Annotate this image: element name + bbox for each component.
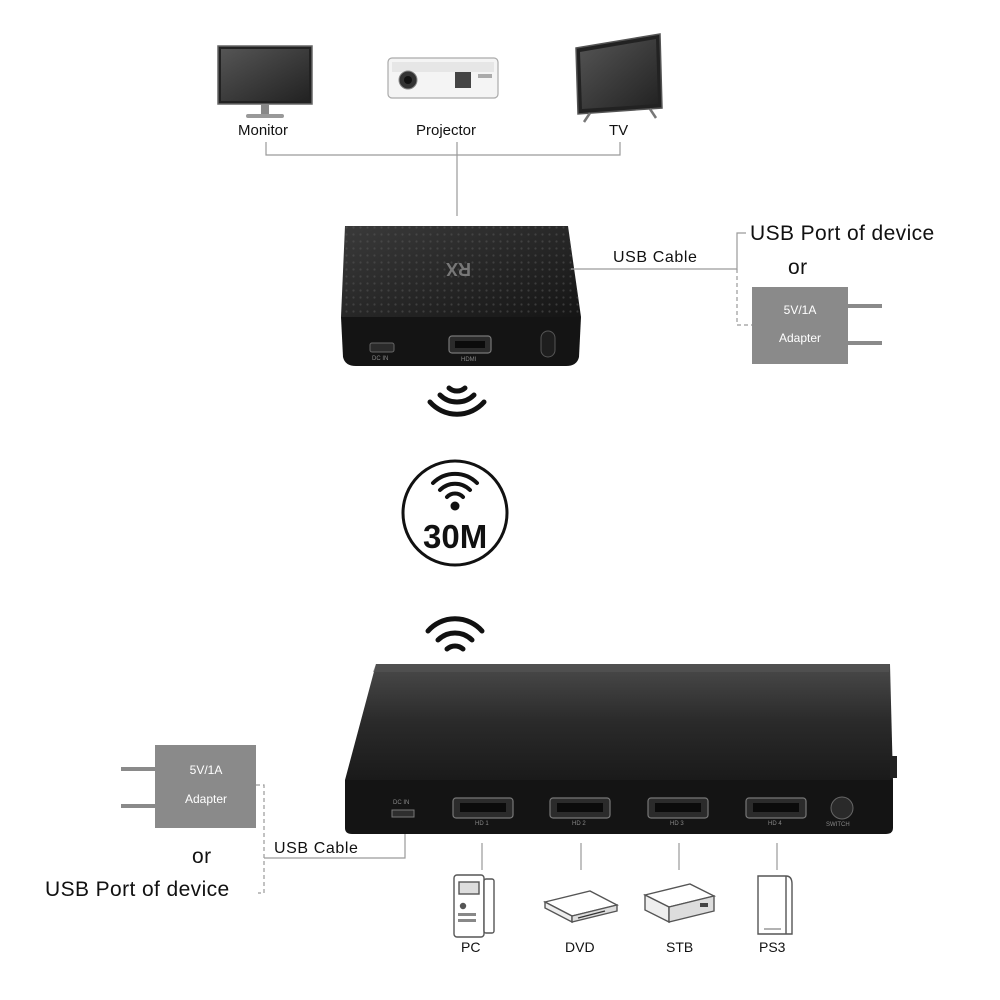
source-label-pc: PC [461, 939, 481, 955]
monitor-label: Monitor [238, 122, 289, 139]
transmitter-usb-cable [256, 784, 406, 894]
receiver-adapter-spec: 5V/1A [783, 303, 817, 317]
receiver-dcin-label: DC IN [372, 356, 389, 362]
dvd-player-icon [543, 890, 619, 924]
set-top-box-icon [642, 883, 717, 924]
monitor-icon [217, 45, 313, 118]
source-connector-lines [481, 843, 778, 870]
tv-label: TV [609, 122, 629, 139]
transmitter-adapter-icon [121, 745, 256, 828]
receiver-or-label: or [788, 256, 808, 279]
receiver-hdmi-label: HDMI [461, 357, 477, 363]
hdmi-port-3 [647, 797, 709, 819]
tx-or-label: or [192, 845, 212, 868]
pc-tower-icon [453, 874, 495, 938]
receiver-adapter-icon [752, 287, 882, 364]
receiver-device [341, 226, 581, 366]
tx-switch-label: SWITCH [826, 822, 850, 828]
tx-hd1-label: HD 1 [475, 821, 489, 827]
tx-hd3-label: HD 3 [670, 821, 684, 827]
tx-hd4-label: HD 4 [768, 821, 782, 827]
switch-button [830, 796, 854, 820]
receiver-usb-cable-label: USB Cable [613, 249, 698, 266]
projector-label: Projector [416, 122, 477, 139]
range-badge [401, 459, 509, 567]
tv-icon [575, 33, 663, 123]
wifi-icon [431, 471, 479, 499]
receiver-adapter-label: Adapter [778, 331, 822, 345]
transmitter-signal-waves [425, 616, 485, 652]
projector-icon [387, 57, 499, 99]
receiver-usb-cable [571, 232, 752, 326]
tx-hd2-label: HD 2 [572, 821, 586, 827]
hdmi-port-2 [549, 797, 611, 819]
transmitter-device [345, 664, 897, 834]
receiver-usb-port-label: USB Port of device [750, 222, 935, 245]
source-label-stb: STB [666, 939, 694, 955]
tx-adapter-spec: 5V/1A [189, 763, 223, 777]
display-connector-lines [265, 142, 621, 216]
receiver-rx-label: RX [446, 259, 472, 279]
tx-dcin-label: DC IN [393, 800, 410, 806]
source-label-dvd: DVD [565, 939, 595, 955]
tx-usb-cable-label: USB Cable [274, 840, 359, 857]
receiver-signal-waves [427, 385, 487, 417]
hdmi-port-1 [452, 797, 514, 819]
range-label: 30M [423, 518, 488, 555]
tx-adapter-label: Adapter [184, 792, 228, 806]
game-console-icon [757, 875, 793, 935]
hdmi-port-4 [745, 797, 807, 819]
tx-usb-port-label: USB Port of device [45, 878, 230, 901]
source-label-ps3: PS3 [759, 939, 786, 955]
